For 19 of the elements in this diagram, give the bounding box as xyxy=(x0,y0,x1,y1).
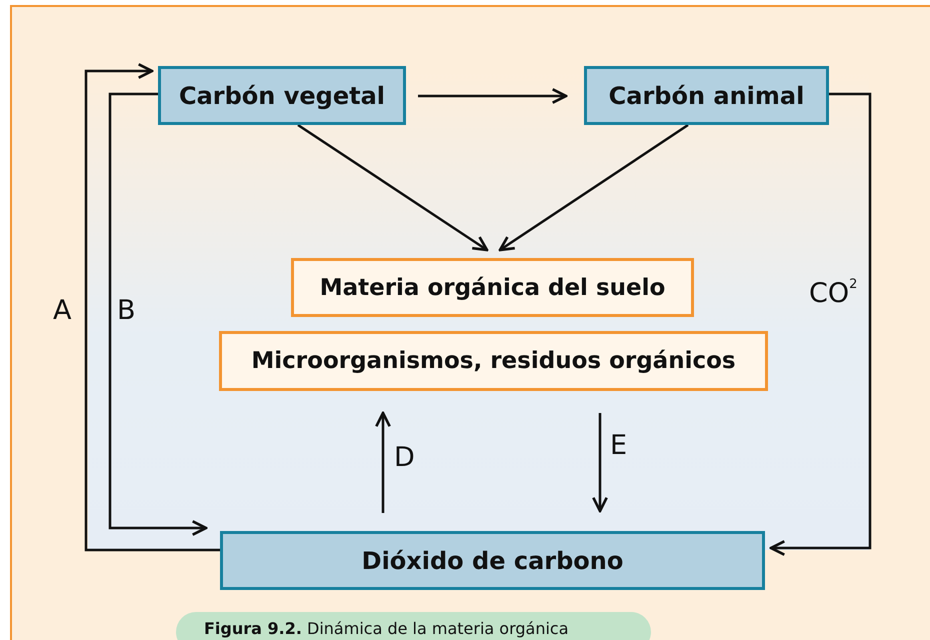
figure-caption: Figura 9.2. Dinámica de la materia orgánica xyxy=(176,612,651,640)
arrow xyxy=(498,124,689,252)
edge-label: CO$^{2}$ xyxy=(809,280,858,307)
process-box: Carbón animal xyxy=(584,66,829,125)
arrow xyxy=(592,413,608,512)
arrow xyxy=(770,92,872,556)
process-box: Materia orgánica del suelo xyxy=(291,258,694,317)
arrow xyxy=(375,412,391,513)
process-box: Dióxido de carbono xyxy=(220,531,765,590)
arrow xyxy=(108,92,208,536)
edge-label: A xyxy=(53,297,72,324)
process-box: Carbón vegetal xyxy=(158,66,406,125)
arrow xyxy=(418,88,568,104)
edge-label: E xyxy=(610,432,628,459)
edge-label: D xyxy=(394,444,415,471)
edge-label: B xyxy=(117,297,136,324)
arrow xyxy=(84,63,220,552)
process-box: Microorganismos, residuos orgánicos xyxy=(219,331,768,391)
arrow xyxy=(297,124,488,252)
